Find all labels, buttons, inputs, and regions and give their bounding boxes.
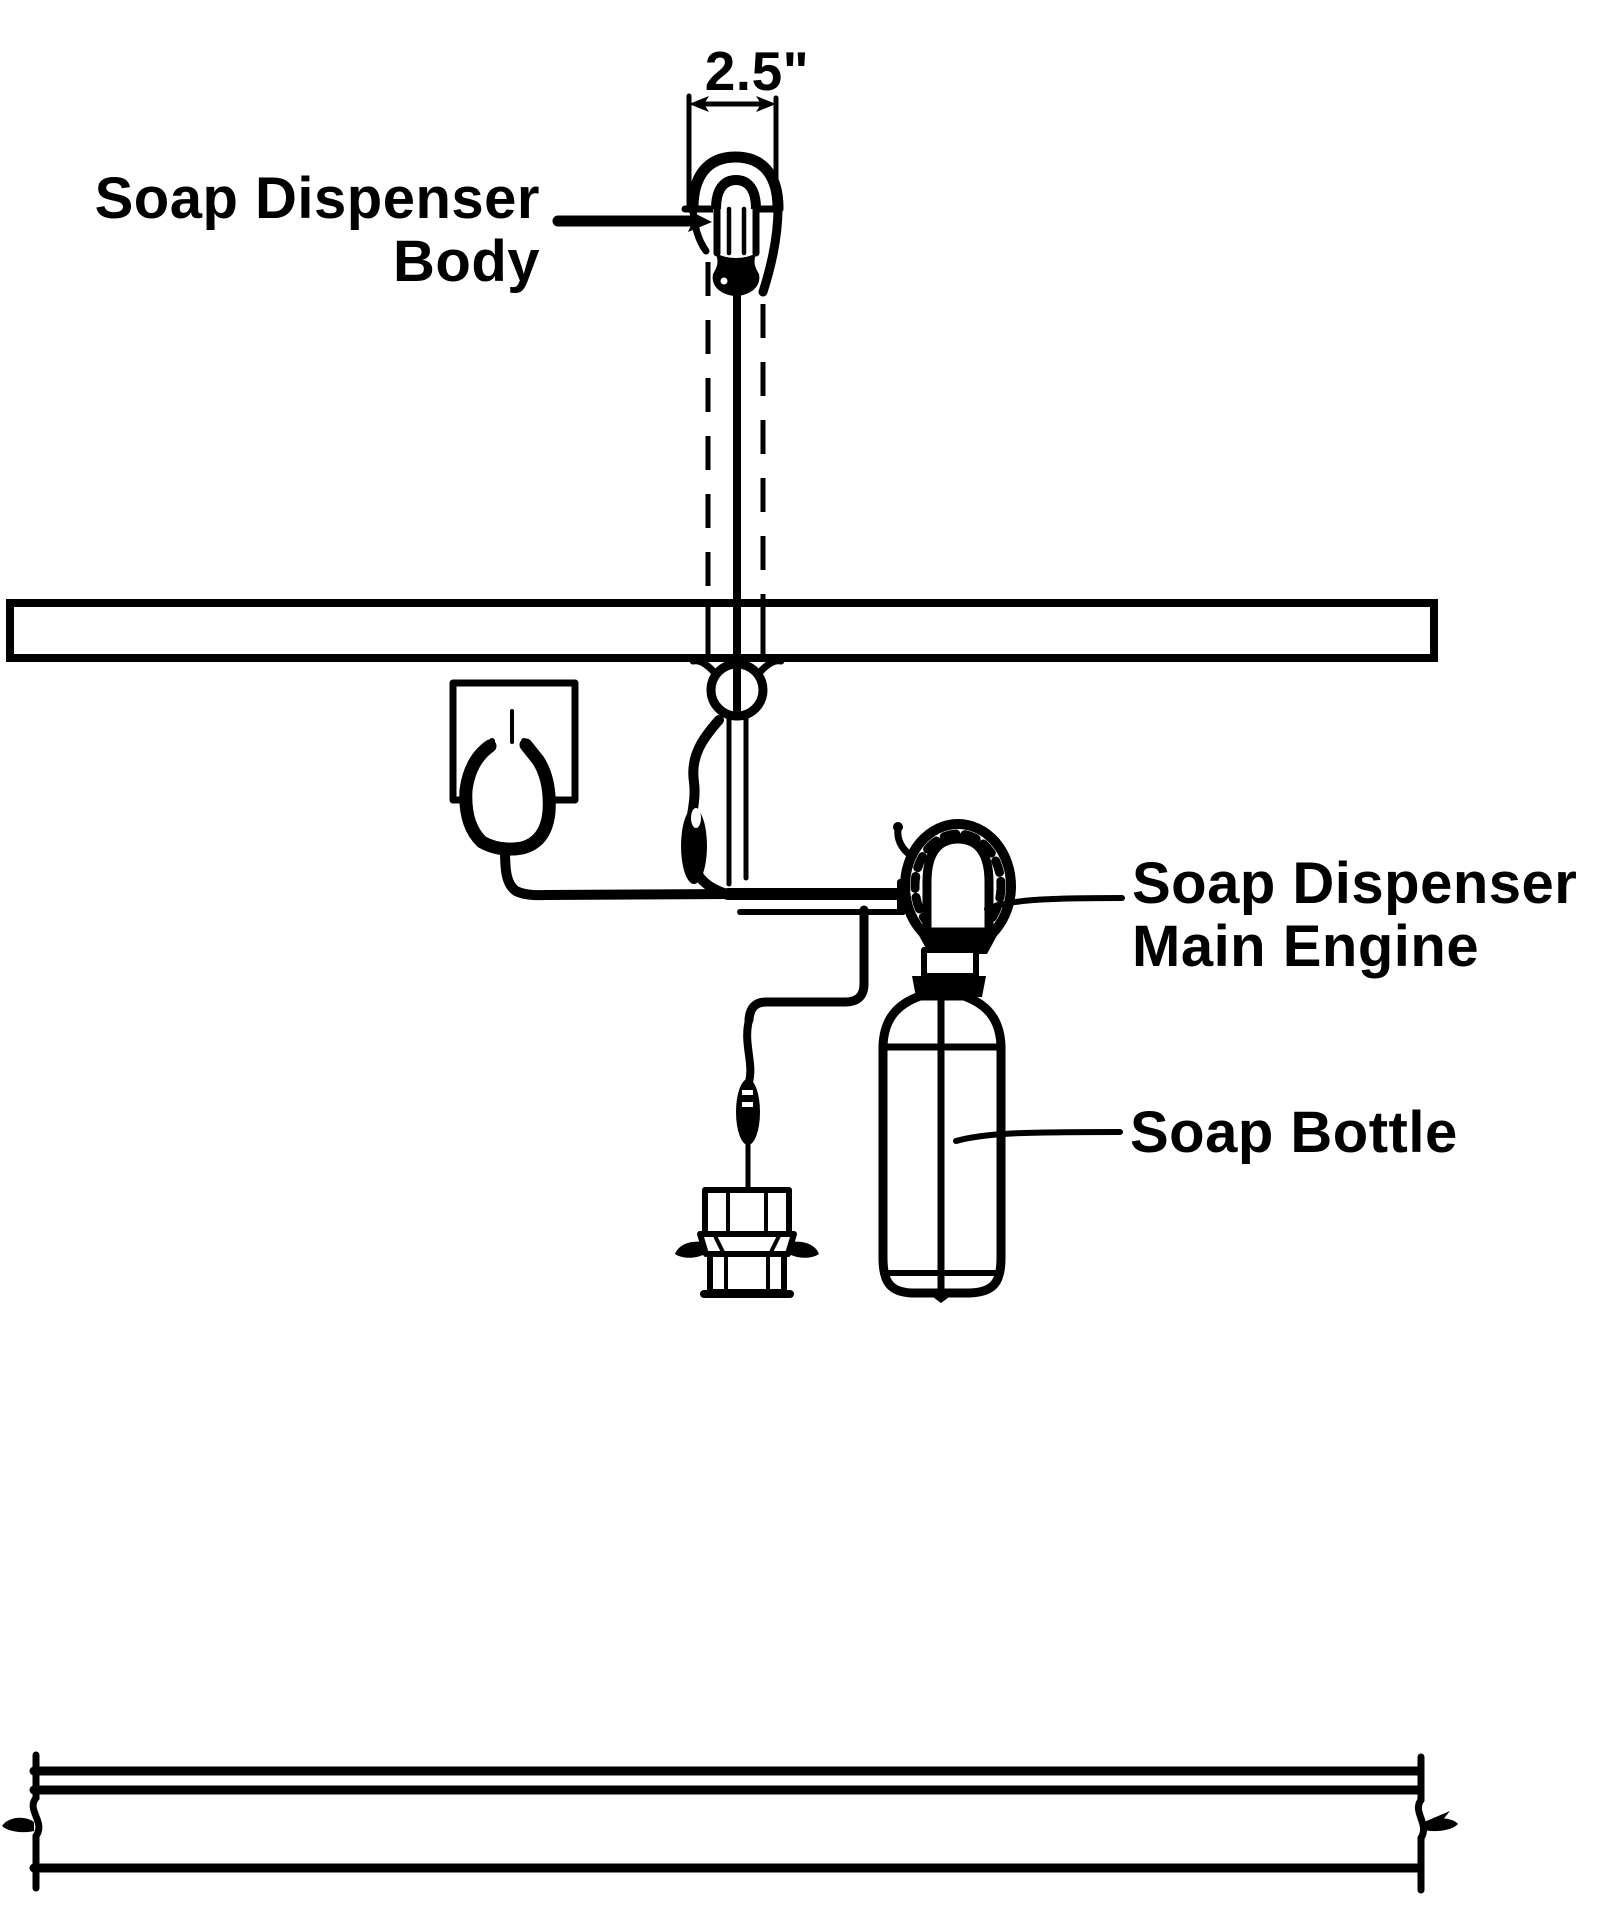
- hex-fitting-figure: [675, 1187, 819, 1298]
- break-mark-right: [1414, 1753, 1428, 1894]
- engine-lever-tip: [893, 822, 903, 832]
- engine-lever: [894, 825, 914, 859]
- cable-tie-blob: [681, 808, 707, 884]
- bottle-leader-line: [953, 1129, 1123, 1144]
- label-soap-dispenser-main-engine: Soap Dispenser Main Engine: [984, 851, 1577, 979]
- nozzle-tip: [712, 252, 760, 296]
- bottle-label: Soap Bottle: [1130, 1100, 1458, 1165]
- tube-weight-slit-2: [742, 1102, 753, 1107]
- tubing-figure: [681, 711, 916, 1195]
- label-soap-dispenser-body: Soap Dispenser Body: [95, 166, 712, 294]
- cable-tie-hole: [691, 808, 701, 828]
- engine-label-line2: Main Engine: [1132, 914, 1479, 979]
- bottle-base-notch: [926, 1292, 956, 1303]
- engine-leader-line: [984, 895, 1125, 912]
- dimension-annotation: 2.5": [686, 40, 810, 217]
- dispenser-cheek-left: [689, 204, 710, 255]
- fitting-bevel-right: [768, 1233, 782, 1255]
- dimension-arrow-right: [756, 96, 776, 112]
- nozzle-highlight: [720, 277, 728, 285]
- fitting-wing-right: [789, 1241, 819, 1258]
- dispenser-cheek-right: [758, 203, 783, 297]
- power-cord: [500, 844, 737, 901]
- counter-outline: [6, 599, 1438, 662]
- power-outlet-figure: [449, 679, 737, 901]
- engine-pump-window: [922, 834, 994, 937]
- spout-face: [713, 209, 759, 253]
- fitting-top-block: [702, 1187, 792, 1237]
- dimension-text: 2.5": [705, 40, 810, 102]
- mounting-nut-figure: [689, 657, 785, 721]
- break-mark-right-flag: [1424, 1811, 1450, 1827]
- nut-wing-left: [689, 657, 718, 676]
- drain-tube-elbow: [744, 905, 869, 1025]
- drain-tube-wave: [743, 1016, 755, 1086]
- engine-label-line1: Soap Dispenser: [1132, 851, 1577, 916]
- counter-figure: [6, 599, 1438, 662]
- fitting-wing-left: [675, 1241, 705, 1258]
- soap-dispenser-body-figure: [681, 151, 784, 297]
- body-label-line2: Body: [393, 229, 540, 294]
- engine-collar: [921, 947, 979, 979]
- nut-wing-right: [756, 657, 785, 676]
- dimension-arrow-left: [689, 96, 709, 112]
- cabinet-base-figure: [2, 1751, 1458, 1894]
- tube-weight: [736, 1079, 760, 1145]
- sensor-window-arch: [711, 174, 761, 214]
- fitting-bevel-left: [712, 1233, 726, 1255]
- fitting-bottom-block: [707, 1251, 787, 1295]
- plug-body: [459, 738, 556, 856]
- tube-weight-slit-1: [742, 1090, 753, 1095]
- label-soap-bottle: Soap Bottle: [953, 1100, 1458, 1165]
- soap-bottle-figure: [878, 991, 1006, 1303]
- break-mark-left: [29, 1751, 43, 1892]
- break-mark-left-drop: [2, 1817, 34, 1833]
- body-label-line1: Soap Dispenser: [95, 166, 540, 231]
